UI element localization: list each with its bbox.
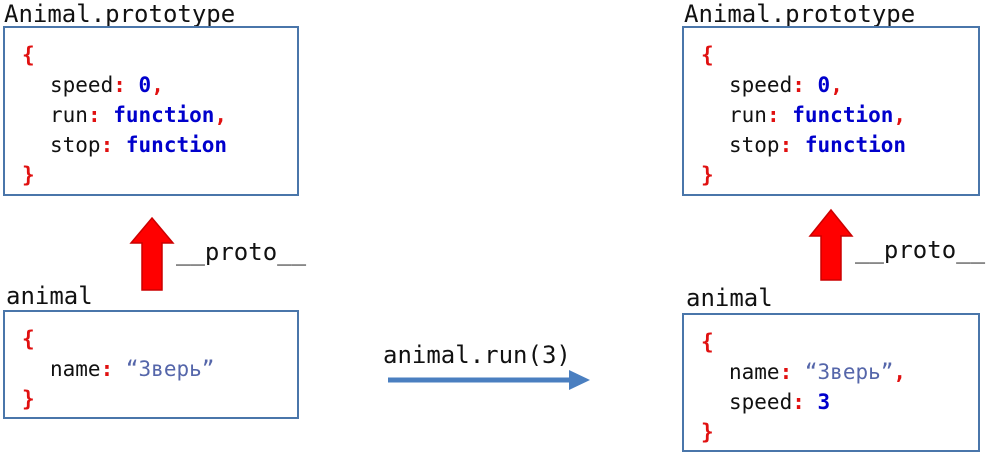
- prop-value-run: function: [113, 103, 215, 127]
- prop-value-speed: 0: [817, 73, 831, 97]
- prop-key-speed: speed: [729, 73, 793, 97]
- call-arrow-head: [569, 370, 590, 390]
- close-brace: }: [701, 163, 714, 187]
- prop-value-speed: 0: [138, 73, 152, 97]
- right-instance-code: { name: “Зверь”, speed: 3 }: [701, 327, 906, 447]
- prop-key-run: run: [50, 103, 88, 127]
- right-proto-label: __proto__: [855, 236, 986, 264]
- left-proto-label: __proto__: [176, 238, 307, 266]
- left-instance-label: animal: [6, 282, 93, 310]
- left-proto-arrow-icon: [129, 216, 175, 291]
- open-brace: {: [22, 43, 35, 67]
- comma: ,: [893, 360, 907, 384]
- prop-key-stop: stop: [50, 133, 101, 157]
- left-prototype-code: { speed: 0, run: function, stop: functio…: [22, 40, 227, 190]
- left-prototype-label: Animal.prototype: [4, 0, 236, 28]
- open-brace: {: [701, 330, 714, 354]
- prop-key-name: name: [50, 357, 101, 381]
- prop-key-speed: speed: [50, 73, 114, 97]
- comma: ,: [893, 103, 907, 127]
- prop-key-speed: speed: [729, 390, 793, 414]
- colon: :: [100, 133, 114, 157]
- prop-key-run: run: [729, 103, 767, 127]
- right-proto-arrow-icon: [808, 208, 854, 281]
- right-instance-box: { name: “Зверь”, speed: 3 }: [682, 313, 980, 452]
- close-brace: }: [22, 387, 35, 411]
- left-instance-code: { name: “Зверь” }: [22, 324, 214, 414]
- colon: :: [779, 133, 793, 157]
- prop-key-name: name: [729, 360, 780, 384]
- right-instance-label: animal: [686, 284, 773, 312]
- left-instance-box: { name: “Зверь” }: [3, 310, 299, 419]
- prop-key-stop: stop: [729, 133, 780, 157]
- prop-value-stop: function: [125, 133, 228, 157]
- left-prototype-box: { speed: 0, run: function, stop: functio…: [3, 26, 299, 196]
- colon: :: [792, 73, 805, 97]
- colon: :: [100, 357, 114, 381]
- comma: ,: [151, 73, 164, 97]
- comma: ,: [830, 73, 843, 97]
- colon: :: [766, 103, 780, 127]
- prop-value-speed: 3: [817, 390, 831, 414]
- close-brace: }: [22, 163, 35, 187]
- comma: ,: [214, 103, 228, 127]
- prop-value-run: function: [792, 103, 894, 127]
- colon: :: [113, 73, 126, 97]
- prop-value-name: “Зверь”: [804, 360, 894, 384]
- call-label: animal.run(3): [383, 341, 571, 369]
- right-prototype-label: Animal.prototype: [684, 0, 916, 28]
- right-prototype-box: { speed: 0, run: function, stop: functio…: [682, 26, 980, 196]
- prop-value-stop: function: [804, 133, 907, 157]
- open-brace: {: [701, 43, 714, 67]
- right-prototype-code: { speed: 0, run: function, stop: functio…: [701, 40, 906, 190]
- colon: :: [779, 360, 793, 384]
- colon: :: [87, 103, 101, 127]
- colon: :: [792, 390, 805, 414]
- close-brace: }: [701, 420, 714, 444]
- prop-value-name: “Зверь”: [125, 357, 215, 381]
- open-brace: {: [22, 327, 35, 351]
